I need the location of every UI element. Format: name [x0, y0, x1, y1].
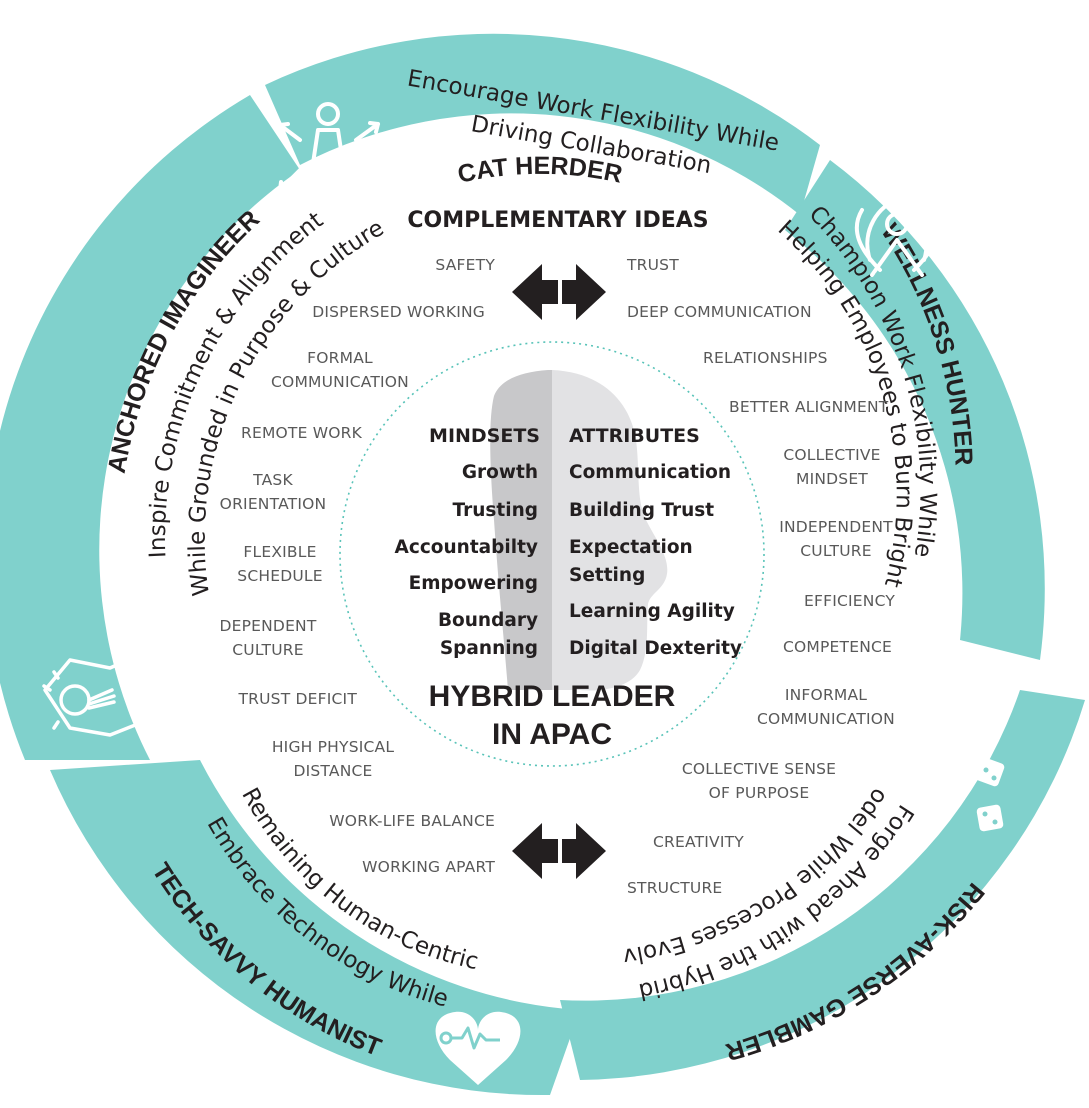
idea-left-item: SCHEDULE [237, 567, 322, 585]
idea-right-item: BETTER ALIGNMENT [729, 398, 889, 416]
idea-left-item: DEPENDENT [219, 617, 316, 635]
complementary-ideas: COMPLEMENTARY IDEAS [407, 208, 708, 233]
outer-ring [0, 33, 1085, 1096]
cat-herder-icon [278, 102, 380, 202]
arrow-right-icon [562, 823, 606, 879]
arrow-right-icon [562, 264, 606, 320]
idea-left-item: HIGH PHYSICAL [272, 738, 395, 756]
attribute-item: Building Trust [569, 500, 714, 521]
idea-right-item: DEEP COMMUNICATION [627, 303, 812, 321]
arrow-left-icon [512, 823, 558, 879]
head-silhouette [490, 370, 668, 691]
attribute-item: Learning Agility [569, 601, 735, 622]
segment-tech-savvy-humanist-bg [50, 760, 580, 1096]
ideas-right-column: TRUST DEEP COMMUNICATION RELATIONSHIPS BETT… [626, 256, 895, 897]
attribute-item: Expectation [569, 537, 693, 558]
segment-anchored-imagineer-bg [0, 95, 300, 760]
mindset-item: Spanning [440, 638, 538, 659]
double-arrow-top [512, 264, 606, 320]
mindset-item: Accountabilty [395, 537, 538, 558]
idea-left-item: CULTURE [232, 641, 303, 659]
attribute-item: Setting [569, 565, 645, 586]
lightbulb-map-icon [42, 648, 152, 737]
idea-left-item: REMOTE WORK [241, 424, 363, 442]
idea-left-item: TRUST DEFICIT [238, 690, 358, 708]
segment-risk-averse-gambler-bg [560, 690, 1085, 1080]
segment-wellness-hunter-bg [785, 160, 1045, 660]
center-title-line-2: IN APAC [492, 718, 612, 751]
idea-left-item: FLEXIBLE [243, 543, 316, 561]
mindsets-column: MINDSETS GrowthTrustingAccountabiltyEmpow… [395, 425, 540, 659]
mindset-item: Empowering [409, 573, 538, 594]
ideas-left-column: SAFETY DISPERSED WORKING FORMAL COMMUNICATI… [219, 256, 495, 876]
idea-left-item: DISTANCE [293, 762, 372, 780]
idea-left-item: TASK [252, 471, 293, 489]
idea-left-item: ORIENTATION [220, 495, 327, 513]
idea-left-item: COMMUNICATION [271, 373, 409, 391]
idea-right-item: RELATIONSHIPS [703, 349, 828, 367]
attribute-item: Digital Dexterity [569, 638, 742, 659]
lotus-person-icon [854, 198, 940, 277]
attribute-item: Communication [569, 462, 731, 483]
complementary-ideas-title: COMPLEMENTARY IDEAS [407, 208, 708, 233]
idea-right-item: COMPETENCE [783, 638, 892, 656]
idea-right-item: COMMUNICATION [757, 710, 895, 728]
idea-right-item: INDEPENDENT [779, 518, 893, 536]
idea-right-item: COLLECTIVE SENSE [682, 760, 836, 778]
dice-hand-icon [939, 742, 1005, 832]
center-title: HYBRID LEADER IN APAC [429, 680, 676, 751]
idea-right-item: INFORMAL [785, 686, 867, 704]
idea-left-item: WORK-LIFE BALANCE [329, 812, 495, 830]
idea-right-item: CREATIVITY [653, 833, 744, 851]
mindset-item: Trusting [453, 500, 539, 521]
idea-right-item: STRUCTURE [627, 879, 722, 897]
segment-cat-herder-bg [265, 33, 820, 215]
mindset-item: Boundary [438, 610, 538, 631]
idea-left-item: FORMAL [307, 349, 373, 367]
idea-right-item: MINDSET [796, 470, 868, 488]
idea-right-item: COLLECTIVE [783, 446, 880, 464]
double-arrow-bottom [512, 823, 606, 879]
idea-left-item: WORKING APART [362, 858, 495, 876]
mindsets-title: MINDSETS [429, 425, 540, 447]
heart-stethoscope-icon [435, 1011, 521, 1085]
idea-right-item: OF PURPOSE [709, 784, 810, 802]
idea-right-item: TRUST [626, 256, 679, 274]
center-dotted-circle [339, 341, 765, 767]
arrow-left-icon [512, 264, 558, 320]
center-title-line-1: HYBRID LEADER [429, 680, 676, 713]
idea-left-item: SAFETY [435, 256, 495, 274]
idea-right-item: CULTURE [800, 542, 871, 560]
idea-left-item: DISPERSED WORKING [312, 303, 485, 321]
mindset-item: Growth [462, 462, 538, 483]
idea-right-item: EFFICIENCY [804, 592, 895, 610]
attributes-title: ATTRIBUTES [569, 425, 700, 447]
